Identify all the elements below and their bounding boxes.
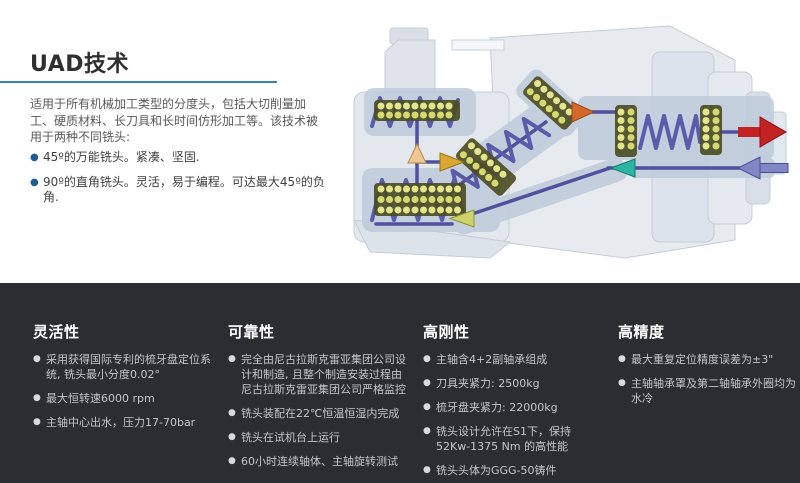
bullet-dot-icon: ● [228, 354, 236, 364]
return-arrow-icon [736, 156, 789, 180]
feature-item: ● 主轴中心出水，压力17-70bar [33, 415, 211, 430]
intro-bullet-item: ● 90º的直角铣头。灵活，易于编程。可达最大45º的负角. [30, 175, 330, 205]
feature-item-list: ● 采用获得国际专利的梳牙盘定位系统, 铣头最小分度0.02° ● 最大恒转速6… [33, 352, 211, 430]
bullet-dot-icon: ● [30, 152, 39, 163]
feature-item: ● 铣头头体为GGG-50铸件 [423, 463, 601, 478]
bullet-dot-icon: ● [33, 393, 41, 403]
intro-bullet-text: 90º的直角铣头。灵活，易于编程。可达最大45º的负角. [43, 175, 325, 204]
feature-item-list: ● 主轴含4+2副轴承组成 ● 刀具夹紧力: 2500kg ● 梳牙盘夹紧力: … [423, 352, 601, 478]
feature-item: ● 最大重复定位精度误差为±3" [618, 352, 796, 367]
bullet-dot-icon: ● [423, 426, 431, 436]
feature-item: ● 梳牙盘夹紧力: 22000kg [423, 400, 601, 415]
feature-column: 高精度 ● 最大重复定位精度误差为±3" ● 主轴轴承罩及第二轴轴承外圈均为水冷 [618, 321, 796, 483]
bullet-dot-icon: ● [423, 378, 431, 388]
intro-bullet-text: 45º的万能铣头。紧凑、坚固. [43, 150, 200, 164]
gear-couplings [374, 76, 722, 216]
intro-bullet-list: ● 45º的万能铣头。紧凑、坚固. ● 90º的直角铣头。灵活，易于编程。可达最… [30, 150, 330, 215]
hero-section: UAD技术 适用于所有机械加工类型的分度头，包括大切削量加工、硬质材料、长刀具和… [0, 0, 800, 283]
feature-item-text: 铣头在试机台上运行 [241, 431, 340, 444]
gear-coupling-mid-vertical [615, 105, 637, 157]
feature-item: ● 完全由尼古拉斯克雷亚集团公司设计和制造, 且整个制造安装过程由尼古拉斯克雷亚… [228, 352, 406, 397]
hero-text-block: UAD技术 适用于所有机械加工类型的分度头，包括大切削量加工、硬质材料、长刀具和… [0, 0, 330, 283]
feature-item: ● 采用获得国际专利的梳牙盘定位系统, 铣头最小分度0.02° [33, 352, 211, 382]
bullet-dot-icon: ● [423, 354, 431, 364]
feature-item-text: 最大重复定位精度误差为±3" [631, 353, 774, 366]
feature-item-text: 主轴中心出水，压力17-70bar [46, 416, 196, 429]
bullet-dot-icon: ● [33, 354, 41, 364]
feature-item: ● 主轴轴承罩及第二轴轴承外圈均为水冷 [618, 376, 796, 406]
cone-left-olive-icon [448, 209, 475, 228]
bullet-dot-icon: ● [618, 354, 626, 364]
bullet-dot-icon: ● [423, 465, 431, 475]
bullet-dot-icon: ● [228, 456, 236, 466]
cone-left-teal-icon [609, 158, 636, 178]
gear-coupling-right-vertical [700, 105, 722, 155]
milling-head-diagram [340, 0, 800, 270]
feature-item: ● 最大恒转速6000 rpm [33, 391, 211, 406]
feature-column-title: 高精度 [618, 323, 665, 341]
features-section: 灵活性 ● 采用获得国际专利的梳牙盘定位系统, 铣头最小分度0.02° ● 最大… [0, 283, 800, 483]
feature-item-list: ● 最大重复定位精度误差为±3" ● 主轴轴承罩及第二轴轴承外圈均为水冷 [618, 352, 796, 406]
feature-column-title: 灵活性 [33, 323, 80, 341]
direction-cones [407, 101, 636, 228]
gear-coupling-top-left [374, 100, 460, 121]
feature-item: ● 60小时连续轴体、主轴旋转测试 [228, 454, 406, 469]
intro-bullet-item: ● 45º的万能铣头。紧凑、坚固. [30, 150, 330, 165]
title-underline [0, 81, 277, 83]
feature-item: ● 铣头装配在22℃恒温恒湿内完成 [228, 406, 406, 421]
bullet-dot-icon: ● [228, 432, 236, 442]
page-title: UAD技术 [30, 52, 129, 77]
bullet-dot-icon: ● [423, 402, 431, 412]
feature-item: ● 铣头设计允许在S1下，保持 52Kw-1375 Nm 的高性能 [423, 424, 601, 454]
feature-item: ● 主轴含4+2副轴承组成 [423, 352, 601, 367]
bullet-dot-icon: ● [228, 408, 236, 418]
feature-item-text: 铣头设计允许在S1下，保持 52Kw-1375 Nm 的高性能 [436, 425, 571, 453]
cone-right-orange-icon [571, 101, 596, 123]
feature-item-text: 采用获得国际专利的梳牙盘定位系统, 铣头最小分度0.02° [46, 353, 211, 381]
feature-item-text: 60小时连续轴体、主轴旋转测试 [241, 455, 398, 468]
feature-item-text: 完全由尼古拉斯克雷亚集团公司设计和制造, 且整个制造安装过程由尼古拉斯克雷亚集团… [241, 353, 406, 396]
gear-coupling-lower-diagonal [455, 138, 517, 196]
feature-item: ● 刀具夹紧力: 2500kg [423, 376, 601, 391]
feature-item-text: 最大恒转速6000 rpm [46, 392, 155, 405]
gear-coupling-bottom-left [374, 183, 466, 216]
spring-diagonal [450, 116, 552, 202]
feature-item-text: 铣头头体为GGG-50铸件 [436, 464, 557, 477]
gear-coupling-upper-diagonal [523, 76, 579, 130]
output-arrow-icon [738, 116, 788, 148]
spring-right [638, 114, 702, 150]
feature-item-text: 铣头装配在22℃恒温恒湿内完成 [241, 407, 400, 420]
feature-column-title: 可靠性 [228, 323, 275, 341]
flow-arrows [736, 116, 789, 180]
feature-column: 灵活性 ● 采用获得国际专利的梳牙盘定位系统, 铣头最小分度0.02° ● 最大… [33, 321, 211, 483]
feature-item-list: ● 完全由尼古拉斯克雷亚集团公司设计和制造, 且整个制造安装过程由尼古拉斯克雷亚… [228, 352, 406, 469]
nameplate [451, 39, 505, 51]
cone-up-tan-icon [407, 142, 427, 164]
feature-item-text: 梳牙盘夹紧力: 22000kg [436, 401, 558, 414]
bullet-dot-icon: ● [618, 378, 626, 388]
feature-item-text: 主轴轴承罩及第二轴轴承外圈均为水冷 [631, 377, 796, 405]
feature-item-text: 主轴含4+2副轴承组成 [436, 353, 548, 366]
feature-column: 可靠性 ● 完全由尼古拉斯克雷亚集团公司设计和制造, 且整个制造安装过程由尼古拉… [228, 321, 406, 483]
milling-head-diagram-svg [353, 25, 789, 259]
feature-column-title: 高刚性 [423, 323, 470, 341]
feature-item-text: 刀具夹紧力: 2500kg [436, 377, 540, 390]
feature-item: ● 铣头在试机台上运行 [228, 430, 406, 445]
bullet-dot-icon: ● [33, 417, 41, 427]
feature-column: 高刚性 ● 主轴含4+2副轴承组成 ● 刀具夹紧力: 2500kg ● 梳牙盘夹… [423, 321, 601, 483]
cone-right-gold-icon [439, 152, 466, 172]
intro-paragraph: 适用于所有机械加工类型的分度头，包括大切削量加工、硬质材料、长刀具和长时间仿形加… [30, 97, 319, 144]
bullet-dot-icon: ● [30, 177, 39, 188]
